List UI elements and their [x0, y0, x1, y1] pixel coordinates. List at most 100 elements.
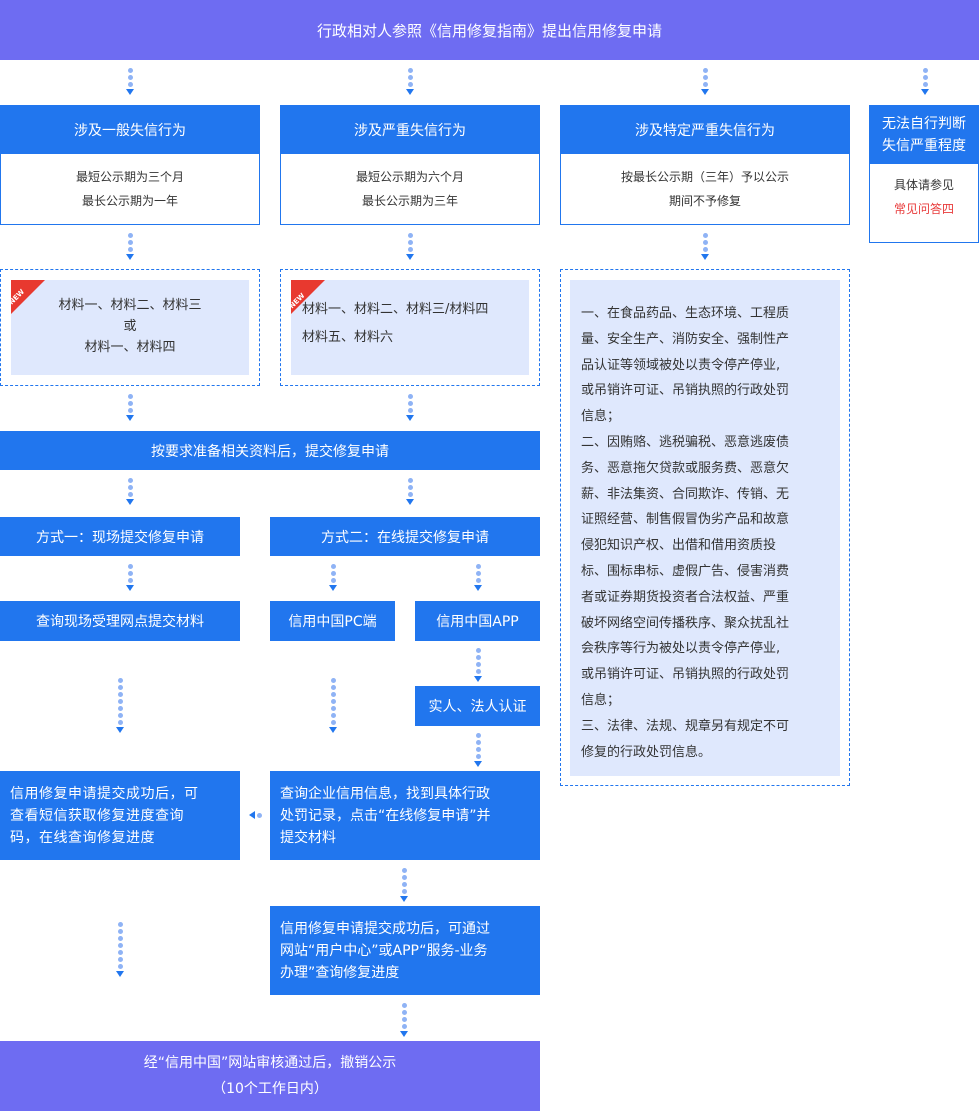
onsite-query-label: 查询现场受理网点提交材料 [36, 614, 204, 630]
arrow-connector [921, 68, 929, 95]
general-dishonesty-card: 涉及一般失信行为 最短公示期为三个月 最长公示期为一年 [0, 105, 260, 225]
arrow-connector [126, 478, 134, 505]
app-channel-box[interactable]: 信用中国APP [415, 601, 540, 641]
new-badge-text: NEW [11, 287, 27, 307]
final-revoke-line: 经“信用中国”网站审核通过后，撤销公示 [143, 1055, 397, 1071]
method-online[interactable]: 方式二：在线提交修复申请 [270, 517, 540, 556]
arrow-connector [406, 394, 414, 421]
non-repairable-line: 三、法律、法规、规章另有规定不可 [581, 718, 790, 734]
card-line: 最长公示期为三年 [361, 194, 458, 208]
non-repairable-line: 量、安全生产、消防安全、强制性产 [581, 331, 790, 347]
identity-auth-box[interactable]: 实人、法人认证 [415, 686, 540, 726]
identity-auth-label: 实人、法人认证 [428, 699, 527, 715]
non-repairable-line: 或吊销许可证、吊销执照的行政处罚 [581, 383, 790, 399]
new-badge: NEW [291, 280, 327, 316]
non-repairable-line: 标、围标串标、虚假广告、侵害消费 [581, 563, 790, 579]
online-progress-box: 信用修复申请提交成功后，可通过 网站“用户中心”或APP“服务-业务 办理”查询… [270, 906, 540, 995]
submit-request-text: 按要求准备相关资料后，提交修复申请 [151, 443, 389, 460]
arrow-connector [474, 564, 482, 591]
new-badge-text: NEW [291, 291, 307, 311]
card-title-line: 失信严重程度 [882, 138, 966, 154]
top-banner: 行政相对人参照《信用修复指南》提出信用修复申请 [0, 0, 979, 60]
arrow-connector [126, 564, 134, 591]
arrow-connector [474, 733, 482, 767]
non-repairable-line: 证照经营、制售假冒伪劣产品和故意 [581, 512, 790, 528]
method-onsite[interactable]: 方式一：现场提交修复申请 [0, 517, 240, 556]
card-line: 最短公示期为三个月 [75, 170, 184, 184]
card-title-line: 无法自行判断 [882, 116, 966, 132]
card-title: 涉及严重失信行为 [281, 106, 539, 154]
top-banner-text: 行政相对人参照《信用修复指南》提出信用修复申请 [316, 21, 662, 40]
sms-progress-box: 信用修复申请提交成功后，可 查看短信获取修复进度查询 码，在线查询修复进度 [0, 771, 240, 860]
arrow-connector [400, 868, 408, 902]
non-repairable-line: 薪、非法集资、合同欺诈、传销、无 [581, 486, 790, 502]
method-online-label: 方式二：在线提交修复申请 [321, 529, 489, 546]
arrow-connector-left [249, 811, 262, 819]
arrow-connector [126, 233, 134, 260]
final-revoke-line: （10个工作日内） [212, 1081, 328, 1097]
new-badge: NEW [11, 280, 47, 316]
materials-line: 材料一、材料二、材料三 [58, 298, 202, 313]
card-title: 涉及特定严重失信行为 [561, 106, 849, 154]
online-progress-line: 信用修复申请提交成功后，可通过 [280, 920, 490, 937]
non-repairable-line: 务、恶意拖欠贷款或服务费、恶意欠 [581, 460, 790, 476]
enterprise-query-box: 查询企业信用信息，找到具体行政 处罚记录，点击“在线修复申请”并 提交材料 [270, 771, 540, 860]
arrow-connector [474, 648, 482, 682]
card-line: 最短公示期为六个月 [355, 170, 464, 184]
arrow-connector [406, 233, 414, 260]
non-repairable-line: 信息； [581, 692, 621, 708]
arrow-connector [701, 233, 709, 260]
method-onsite-label: 方式一：现场提交修复申请 [36, 529, 204, 546]
serious-dishonesty-card: 涉及严重失信行为 最短公示期为六个月 最长公示期为三年 [280, 105, 540, 225]
non-repairable-line: 一、在食品药品、生态环境、工程质 [581, 306, 790, 321]
arrow-connector [116, 922, 124, 977]
card-title: 无法自行判断失信严重程度 [870, 106, 978, 164]
arrow-connector [329, 564, 337, 591]
sms-progress-line: 码，在线查询修复进度 [10, 829, 155, 846]
non-repairable-line: 者或证券期货投资者合法权益、严重 [581, 589, 790, 605]
arrow-connector [406, 478, 414, 505]
non-repairable-line: 品认证等领域被处以责令停产停业, [581, 357, 781, 373]
materials-box-serious: NEW 材料一、材料二、材料三/材料四 材料五、材料六 [280, 269, 540, 386]
materials-line: 材料五、材料六 [302, 330, 394, 345]
arrow-connector [400, 1003, 408, 1037]
faq-four-link[interactable]: 常见问答四 [893, 202, 954, 216]
materials-line: 材料一、材料二、材料三/材料四 [302, 302, 489, 317]
non-repairable-list: 一、在食品药品、生态环境、工程质量、安全生产、消防安全、强制性产品认证等领域被处… [570, 280, 840, 776]
non-repairable-line: 会秩序等行为被处以责令停产停业, [581, 641, 781, 657]
enterprise-query-line: 提交材料 [280, 829, 336, 846]
non-repairable-line: 破坏网络空间传播秩序、聚众扰乱社 [581, 615, 790, 631]
card-line: 期间不予修复 [668, 194, 741, 208]
card-title: 涉及一般失信行为 [1, 106, 259, 154]
card-line: 最长公示期为一年 [81, 194, 178, 208]
sms-progress-line: 查看短信获取修复进度查询 [10, 807, 184, 824]
special-serious-dishonesty-card: 涉及特定严重失信行为 按最长公示期（三年）予以公示 期间不予修复 [560, 105, 850, 225]
non-repairable-line: 信息； [581, 409, 621, 425]
enterprise-query-line: 处罚记录，点击“在线修复申请”并 [280, 807, 491, 824]
app-channel-label: 信用中国APP [436, 614, 519, 630]
pc-channel-label: 信用中国PC端 [288, 614, 377, 630]
materials-line: 或 [123, 319, 137, 334]
card-line: 具体请参见 [893, 178, 954, 192]
cannot-judge-card: 无法自行判断失信严重程度 具体请参见 常见问答四 [869, 105, 979, 243]
arrow-connector [126, 394, 134, 421]
non-repairable-line: 二、因贿赂、逃税骗税、恶意逃废债 [581, 434, 790, 450]
non-repairable-line: 修复的行政处罚信息。 [581, 744, 712, 760]
final-revoke-banner: 经“信用中国”网站审核通过后，撤销公示 （10个工作日内） [0, 1041, 540, 1111]
onsite-query-box[interactable]: 查询现场受理网点提交材料 [0, 601, 240, 641]
online-progress-line: 网站“用户中心”或APP“服务-业务 [280, 942, 488, 959]
arrow-connector [329, 678, 337, 733]
non-repairable-line: 侵犯知识产权、出借和借用资质投 [581, 538, 777, 554]
enterprise-query-line: 查询企业信用信息，找到具体行政 [280, 785, 490, 802]
arrow-connector [701, 68, 709, 95]
submit-request-bar: 按要求准备相关资料后，提交修复申请 [0, 431, 540, 470]
card-line: 按最长公示期（三年）予以公示 [620, 170, 789, 184]
non-repairable-info-box: 一、在食品药品、生态环境、工程质量、安全生产、消防安全、强制性产品认证等领域被处… [560, 269, 850, 786]
sms-progress-line: 信用修复申请提交成功后，可 [10, 785, 199, 802]
materials-line: 材料一、材料四 [84, 340, 176, 355]
pc-channel-box[interactable]: 信用中国PC端 [270, 601, 395, 641]
arrow-connector [126, 68, 134, 95]
online-progress-line: 办理”查询修复进度 [280, 964, 400, 981]
arrow-connector [116, 678, 124, 733]
non-repairable-line: 或吊销许可证、吊销执照的行政处罚 [581, 667, 790, 683]
